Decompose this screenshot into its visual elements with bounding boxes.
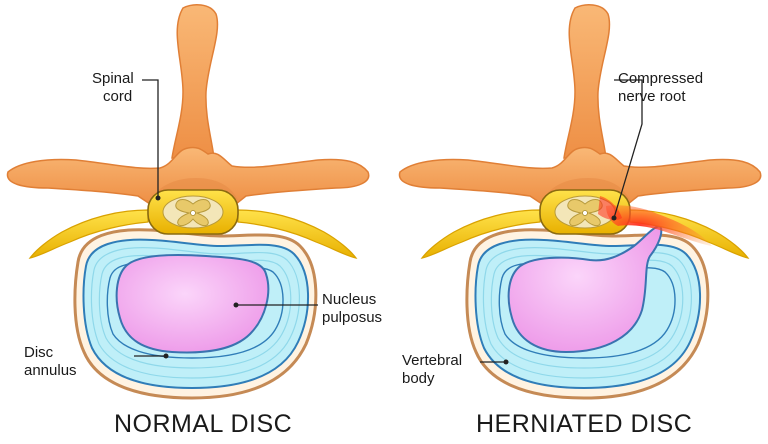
- vertebra: [6, 3, 370, 259]
- annulus-label-line1: Disc: [24, 344, 54, 361]
- vertebral-label-line2: body: [402, 370, 435, 387]
- vertebral-label-line1: Vertebral: [402, 352, 463, 369]
- annulus-label-line2: annulus: [24, 362, 77, 379]
- nerve-label-line2: nerve root: [618, 88, 686, 105]
- normal-disc-panel: [6, 3, 370, 400]
- herniated-nucleus: [507, 224, 663, 354]
- nerve-label-line1: Compressed: [618, 70, 704, 87]
- normal-disc-caption: NORMAL DISC: [114, 410, 293, 438]
- spinal-cord-label-line1: Spinal: [92, 70, 134, 87]
- nucleus-pulposus: [115, 254, 270, 354]
- spinal-cord-label-line2: cord: [103, 88, 133, 105]
- leader-dots: [155, 195, 617, 365]
- nucleus-label-line2: pulposus: [322, 309, 383, 326]
- compression-highlight: [606, 205, 712, 246]
- herniated-disc-panel: [398, 3, 762, 400]
- nucleus-label-line1: Nucleus: [322, 291, 377, 308]
- leader-lines: [134, 79, 643, 363]
- vertebra-herniated: [398, 3, 762, 259]
- herniated-disc-caption: HERNIATED DISC: [476, 410, 693, 438]
